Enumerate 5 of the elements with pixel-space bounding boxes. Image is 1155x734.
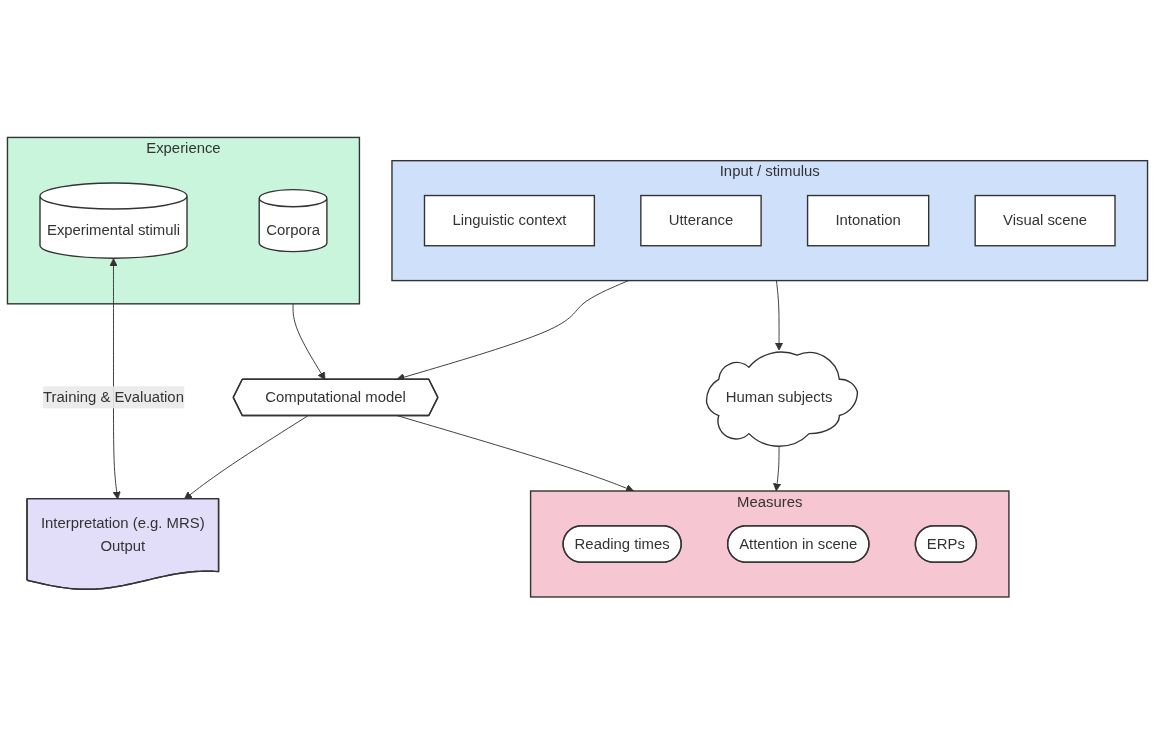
node-box: Intonation	[806, 194, 930, 247]
node-box: Linguistic context	[423, 194, 596, 247]
edge-label: Training & Evaluation	[43, 388, 184, 405]
node-box: Visual scene	[974, 194, 1116, 247]
node-box: Utterance	[640, 194, 762, 247]
